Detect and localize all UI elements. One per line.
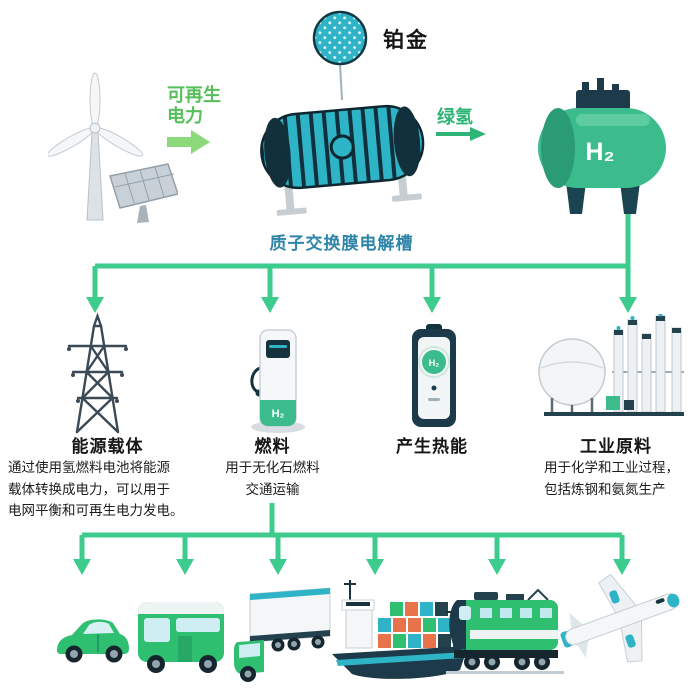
containers bbox=[378, 602, 463, 648]
app-desc-industry: 用于化学和工业过程， 包括炼钢和氨氮生产 bbox=[544, 460, 679, 497]
electrolyzer-label: 质子交换膜电解槽 bbox=[269, 234, 414, 253]
bus-icon bbox=[138, 602, 224, 673]
green-hydrogen-arrow-icon bbox=[436, 127, 486, 141]
tank-h2-label: H₂ bbox=[585, 138, 614, 166]
platinum-label: 铂金 bbox=[383, 29, 429, 52]
charger-h2-label: H₂ bbox=[272, 408, 285, 420]
electrolyzer-icon bbox=[260, 104, 425, 216]
app-desc-fuel: 用于无化石燃料 交通运输 bbox=[225, 460, 320, 497]
truck-icon bbox=[234, 587, 331, 682]
green-hydrogen-label: 绿氢 bbox=[437, 107, 473, 127]
train-icon bbox=[446, 588, 564, 674]
app-desc-energy-carrier: 通过使用氢燃料电池将能源 载体转换成电力，可以用于 电网平衡和可再生电力发电。 bbox=[8, 460, 184, 519]
charging-station-icon: H₂ bbox=[250, 329, 305, 433]
platinum-mesh-icon bbox=[312, 10, 368, 101]
app-title-fuel: 燃料 bbox=[254, 437, 291, 456]
app-title-industry: 工业原料 bbox=[580, 437, 652, 456]
solar-panel-icon bbox=[109, 163, 178, 223]
renewable-power-arrow-icon bbox=[167, 130, 210, 154]
renewable-power-label: 可再生 电力 bbox=[167, 85, 221, 127]
industrial-plant-icon bbox=[538, 314, 684, 416]
app-title-energy-carrier: 能源载体 bbox=[71, 437, 144, 456]
app-title-heat: 产生热能 bbox=[396, 437, 468, 456]
transmission-tower-icon bbox=[67, 312, 128, 434]
car-icon bbox=[57, 619, 129, 663]
hydrogen-tank-icon: H₂ bbox=[538, 78, 666, 214]
heater-icon: H₂ bbox=[412, 324, 456, 427]
ship-icon bbox=[332, 580, 468, 679]
airplane-icon bbox=[560, 573, 680, 663]
heater-h2-label: H₂ bbox=[429, 358, 440, 368]
wind-turbine-icon bbox=[48, 72, 178, 223]
